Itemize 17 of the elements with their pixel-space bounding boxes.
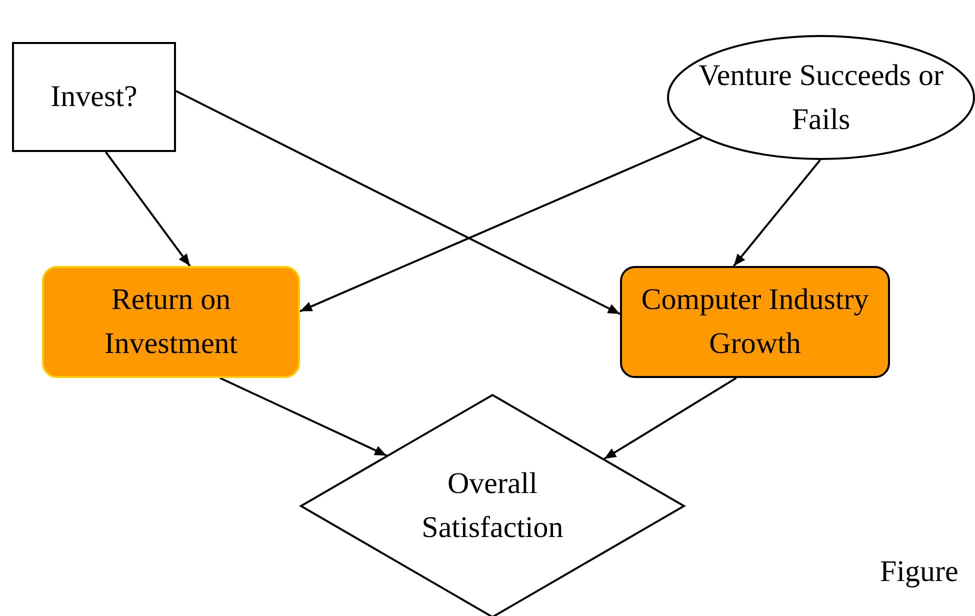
arrow <box>604 377 737 460</box>
arrow <box>220 377 388 456</box>
node-label: Return on Investment <box>103 282 239 362</box>
outcome-box <box>620 266 890 378</box>
node-label: Invest? <box>50 79 138 115</box>
chance-ellipse <box>667 35 975 160</box>
arrow <box>176 90 620 315</box>
outcome-box <box>42 266 300 378</box>
node-label: Computer Industry Growth <box>640 282 870 362</box>
arrow <box>300 136 702 312</box>
figure-label: Figure <box>880 555 958 589</box>
decision-box <box>12 42 176 152</box>
value-diamond <box>300 394 685 616</box>
node-label: Overall Satisfaction <box>420 466 564 546</box>
arrow <box>104 151 191 267</box>
node-label: Venture Succeeds or Fails <box>698 58 944 138</box>
arrow <box>732 159 821 267</box>
